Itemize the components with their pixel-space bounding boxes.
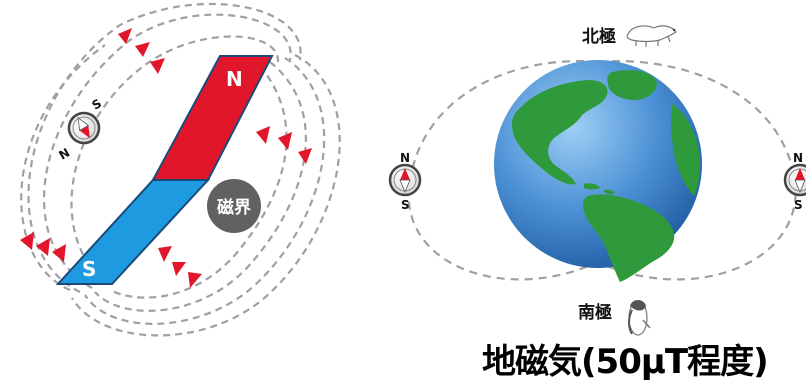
field-line — [70, 35, 280, 284]
field-arrow — [52, 244, 66, 262]
field-line — [27, 2, 302, 293]
field-arrow — [298, 148, 312, 164]
magnet-south-label: S — [82, 257, 96, 281]
field-arrow — [188, 272, 202, 288]
penguin-icon — [628, 300, 651, 336]
magnetic-field-label: 磁界 — [217, 197, 251, 218]
field-line — [43, 13, 292, 289]
compass-needle-north — [79, 125, 90, 139]
field-line — [20, 44, 106, 292]
magnet-compass — [67, 111, 101, 145]
earth-globe — [494, 60, 702, 282]
magnet-north-pole — [151, 55, 274, 181]
compass-needle-south — [77, 116, 90, 132]
compass-needle-north — [795, 168, 805, 180]
field-line — [94, 61, 307, 312]
left-compass-bottom-label: S — [401, 198, 410, 212]
continent-africa — [671, 104, 701, 196]
continent-greenland — [607, 70, 657, 100]
field-arrow — [172, 262, 186, 276]
compass-needle-south — [399, 179, 411, 194]
field-arrow — [278, 132, 292, 150]
south-pole-label: 南極 — [578, 302, 612, 323]
north-pole-label: 北極 — [582, 26, 616, 47]
continent-north-america — [512, 80, 608, 185]
field-arrow — [256, 126, 270, 144]
continent-south-america — [583, 194, 675, 282]
compass-needle-south — [794, 179, 806, 194]
magnet-compass-bottom-label: N — [57, 145, 73, 162]
field-arrow — [20, 232, 34, 250]
field-arrow — [158, 246, 172, 262]
field-arrow — [150, 58, 165, 74]
left-compass-top-label: N — [400, 151, 410, 165]
earth-left-compass — [388, 163, 422, 197]
magnetic-field-badge: 磁界 — [207, 179, 261, 233]
right-compass-top-label: N — [793, 151, 803, 165]
magnet-field-arrows — [20, 28, 312, 288]
field-line — [84, 57, 326, 325]
bar-magnet-diagram: N S S N 磁界 — [20, 2, 341, 337]
compass-needle-north — [400, 168, 410, 180]
earth-diagram: 北極 南極 N S N — [388, 25, 806, 336]
magnet-north-label: N — [226, 67, 243, 91]
magnet-compass-top-label: S — [90, 96, 104, 112]
magnet-field-lines — [20, 2, 341, 337]
field-arrow — [36, 238, 50, 256]
polar-bear-icon — [626, 25, 677, 47]
field-arrow — [118, 28, 132, 44]
field-line — [71, 54, 341, 337]
earth-right-compass — [783, 163, 806, 197]
magnet-south-pole — [55, 179, 211, 285]
field-arrow — [135, 42, 150, 57]
caribbean-islands — [584, 183, 615, 195]
bar-magnet: N S — [55, 55, 274, 285]
right-compass-bottom-label: S — [794, 198, 803, 212]
geomagnetism-caption: 地磁気(50μT程度) — [482, 342, 769, 382]
